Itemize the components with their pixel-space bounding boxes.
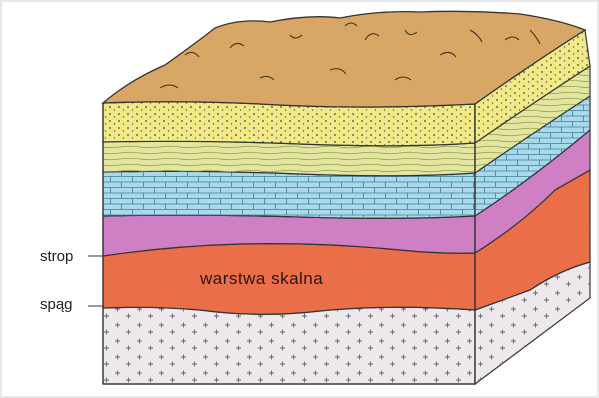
label-strop-group: strop — [40, 248, 104, 265]
label-rock-layer: warstwa skalna — [199, 269, 323, 288]
label-spag: spąg — [40, 296, 73, 313]
label-spag-group: spąg — [40, 296, 104, 313]
label-strop: strop — [40, 248, 73, 265]
